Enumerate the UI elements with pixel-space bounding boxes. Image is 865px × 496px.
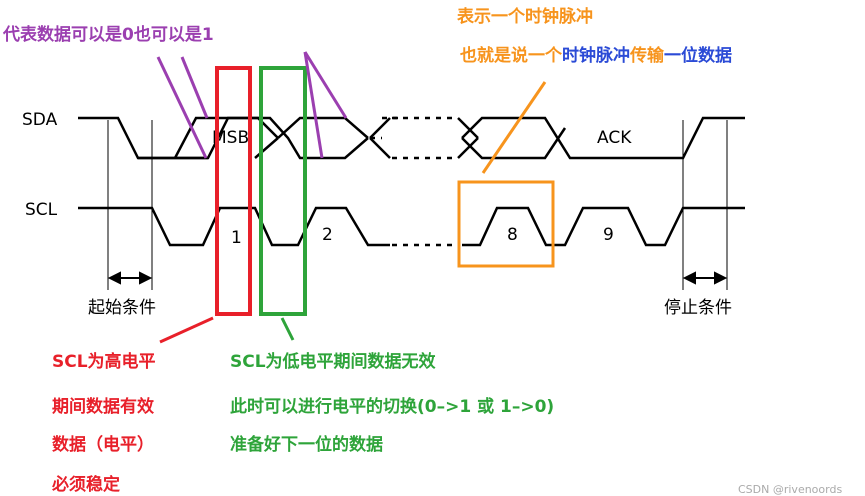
sda-bit8-low (461, 127, 567, 160)
green-line-2: 此时可以进行电平的切换(0–>1 或 1–>0) (230, 396, 554, 417)
green-line-1: SCL为低电平期间数据无效 (230, 351, 436, 372)
start-arrow-head-right (139, 271, 153, 285)
scl-waveform (78, 206, 745, 247)
purple-pointer-3 (303, 51, 324, 159)
red-box (215, 66, 252, 316)
green-line-3: 准备好下一位的数据 (230, 434, 383, 455)
purple-pointers (156, 51, 348, 159)
sda-dot-end-top (369, 117, 391, 139)
start-arrow-head-left (107, 271, 121, 285)
sda-dot-end-bottom (369, 137, 391, 159)
stop-arrow (682, 271, 728, 285)
ack-label: ACK (597, 128, 632, 148)
red-line-3: 数据（电平） (52, 434, 154, 455)
scl-path (78, 206, 390, 247)
sda-dot-start-top (457, 117, 479, 139)
orange-annotation: 表示一个时钟脉冲 (457, 6, 593, 27)
watermark: CSDN @rivenoords (738, 483, 842, 496)
line2-a: 也就是说一个 (460, 45, 563, 66)
red-annotation: SCL为高电平 期间数据有效 数据（电平） 必须稳定 (51, 351, 156, 495)
stop-arrow-head-left (682, 271, 696, 285)
purple-pointer-1 (156, 56, 208, 159)
red-pointer (159, 316, 214, 344)
bit-8-label: 8 (507, 225, 518, 245)
sda-waveform (78, 116, 745, 160)
purple-pointer-2 (180, 56, 209, 119)
sda-msb-high (173, 116, 279, 159)
start-arrow (107, 271, 153, 285)
reference-lines (107, 120, 728, 290)
red-line-1: SCL为高电平 (52, 351, 156, 372)
stop-condition-label: 停止条件 (664, 298, 732, 318)
sda-dot-ends (369, 117, 479, 159)
sda-dot-start-bottom (457, 137, 479, 159)
green-pointer (280, 317, 295, 341)
purple-annotation: 代表数据可以是0也可以是1 (2, 24, 214, 45)
red-line-4: 必须稳定 (51, 474, 120, 495)
purple-pointer-4 (303, 51, 348, 119)
scl-label: SCL (25, 200, 58, 220)
one-clock-one-bit-annotation: 也就是说一个时钟脉冲传输一位数据 (460, 45, 732, 66)
scl-path-2 (462, 206, 745, 247)
msb-label: MSB (212, 128, 249, 148)
sda-bit2-cross (254, 137, 279, 159)
stop-arrow-head-right (714, 271, 728, 285)
line2-d: 一位数据 (664, 45, 732, 66)
bit-1-label: 1 (231, 228, 242, 248)
orange-box (457, 180, 555, 268)
sda-ack-path (461, 116, 745, 160)
bit-9-label: 9 (603, 225, 614, 245)
line2-c: 传输 (629, 45, 665, 66)
green-box (259, 66, 307, 316)
orange-pointer (481, 81, 547, 174)
sda-bit2-high (277, 116, 369, 139)
bit-2-label: 2 (322, 225, 333, 245)
red-line-2: 期间数据有效 (52, 396, 154, 417)
sda-dots (370, 116, 458, 160)
sda-label: SDA (22, 110, 58, 130)
start-condition-label: 起始条件 (88, 298, 156, 318)
line2-b: 时钟脉冲 (562, 45, 630, 66)
green-annotation: SCL为低电平期间数据无效 此时可以进行电平的切换(0–>1 或 1–>0) 准… (230, 351, 554, 455)
